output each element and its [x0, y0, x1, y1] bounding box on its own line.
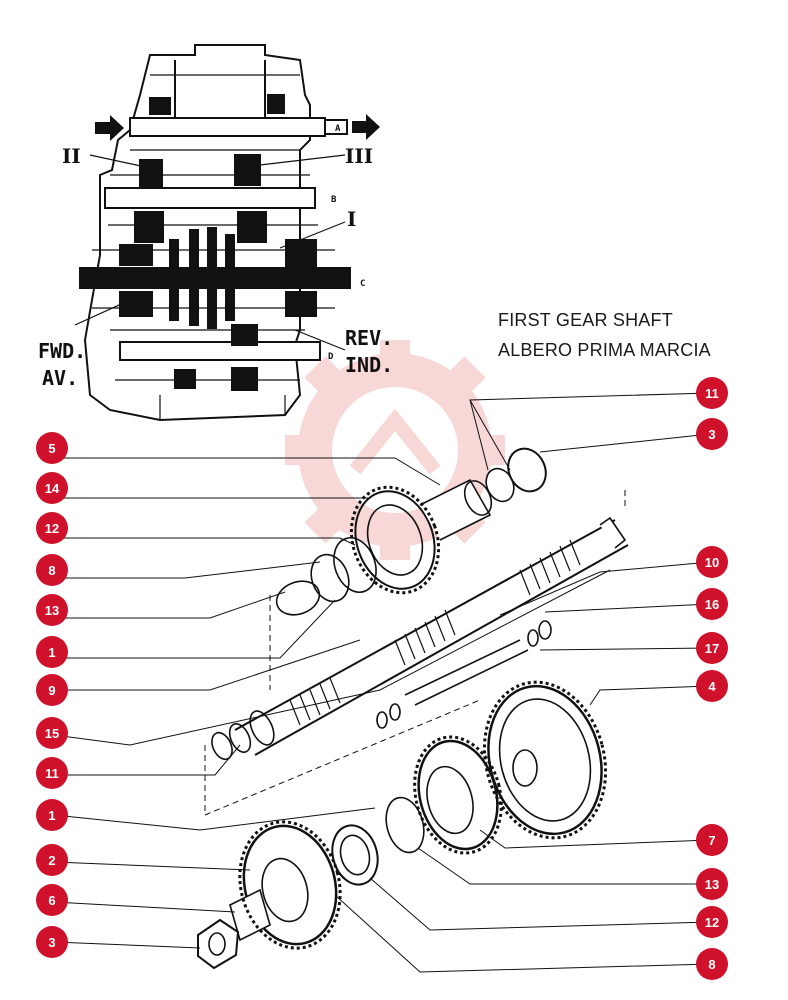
svg-text:13: 13 [705, 877, 719, 892]
svg-text:14: 14 [45, 481, 60, 496]
callout-6: 6 [36, 884, 68, 916]
callout-4: 4 [696, 670, 728, 702]
callout-5: 5 [36, 432, 68, 464]
svg-text:4: 4 [708, 679, 716, 694]
svg-text:12: 12 [705, 915, 719, 930]
callout-9: 9 [36, 674, 68, 706]
diagram-title-en: FIRST GEAR SHAFT [498, 310, 673, 330]
label-d: D [328, 352, 334, 362]
gear-teeth [238, 485, 608, 950]
svg-text:11: 11 [45, 766, 59, 781]
svg-text:10: 10 [705, 555, 719, 570]
label-c: C [360, 279, 365, 289]
label-av: AV. [42, 366, 78, 390]
flow-arrows [95, 114, 380, 141]
label-b: B [331, 195, 337, 205]
callout-13: 13 [36, 594, 68, 626]
label-ii: II [62, 144, 81, 168]
callout-2: 2 [36, 844, 68, 876]
callout-7: 7 [696, 824, 728, 856]
callout-17: 17 [696, 632, 728, 664]
svg-text:12: 12 [45, 521, 59, 536]
callout-11: 11 [36, 757, 68, 789]
diagram-title-it: ALBERO PRIMA MARCIA [498, 340, 711, 360]
output-arrow-icon [352, 114, 380, 140]
exploded-parts [197, 447, 629, 970]
label-a: A [335, 124, 341, 134]
svg-text:16: 16 [705, 597, 719, 612]
label-rev: REV. [345, 326, 393, 350]
callout-3: 3 [36, 926, 68, 958]
svg-text:1: 1 [48, 808, 55, 823]
callout-10: 10 [696, 546, 728, 578]
callout-3-right: 3 [696, 418, 728, 450]
callout-12: 12 [36, 512, 68, 544]
leader-lines [53, 392, 711, 973]
label-ind: IND. [345, 353, 393, 377]
callout-15: 15 [36, 717, 68, 749]
svg-text:17: 17 [705, 641, 719, 656]
svg-text:15: 15 [45, 726, 59, 741]
callout-14: 14 [36, 472, 68, 504]
svg-text:11: 11 [705, 386, 719, 401]
svg-text:7: 7 [708, 833, 715, 848]
label-fwd: FWD. [38, 339, 86, 363]
svg-text:6: 6 [48, 893, 55, 908]
callouts-left: 5 14 12 8 13 1 9 15 11 1 2 6 3 [36, 432, 68, 958]
svg-text:13: 13 [45, 603, 59, 618]
callout-11-right: 11 [696, 377, 728, 409]
svg-text:8: 8 [48, 563, 55, 578]
transmission-cross-section [74, 44, 351, 422]
callout-1b: 1 [36, 799, 68, 831]
svg-text:3: 3 [708, 427, 715, 442]
svg-text:8: 8 [708, 957, 715, 972]
callout-8-right: 8 [696, 948, 728, 980]
label-i: I [347, 207, 356, 231]
svg-text:1: 1 [48, 645, 55, 660]
watermark-gear-icon [285, 340, 505, 560]
callout-8: 8 [36, 554, 68, 586]
callout-16: 16 [696, 588, 728, 620]
svg-text:3: 3 [48, 935, 55, 950]
callout-1: 1 [36, 636, 68, 668]
callouts-right: 11 3 10 16 17 4 7 13 12 8 [696, 377, 728, 980]
svg-text:9: 9 [48, 683, 55, 698]
input-arrow-icon [95, 115, 124, 141]
svg-text:2: 2 [48, 853, 55, 868]
label-iii: III [345, 144, 373, 168]
callout-13-right: 13 [696, 868, 728, 900]
svg-text:5: 5 [48, 441, 55, 456]
callout-12-right: 12 [696, 906, 728, 938]
